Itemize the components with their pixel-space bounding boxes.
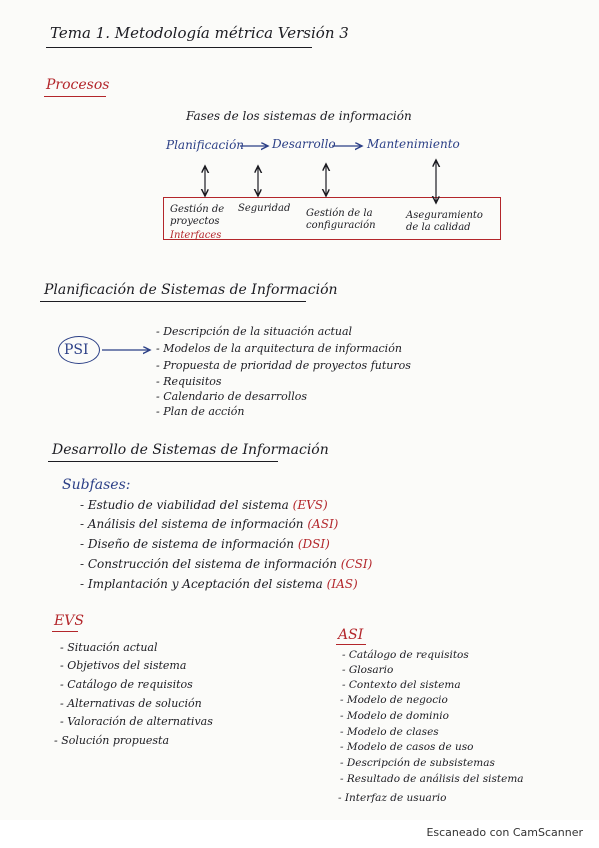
desarrollo-underline — [48, 461, 278, 463]
subfase-evs-code: (EVS) — [292, 498, 328, 512]
subfase-csi: - Construcción del sistema de informació… — [80, 558, 372, 570]
asi-underline — [336, 644, 366, 646]
psi-item-1: - Descripción de la situación actual — [156, 325, 353, 338]
evs-underline — [52, 631, 78, 633]
subfase-dsi: - Diseño de sistema de información (DSI) — [80, 538, 330, 550]
procesos-underline — [44, 96, 106, 98]
subfase-asi: - Análisis del sistema de información (A… — [80, 518, 338, 530]
evs-heading: EVS — [54, 613, 84, 629]
subfase-ias-code: (IAS) — [326, 577, 358, 591]
asi-item-6: - Modelo de clases — [340, 726, 439, 738]
phase-planificacion: Planificación — [166, 138, 245, 152]
diagram-title: Fases de los sistemas de información — [186, 109, 412, 123]
phase-mantenimiento: Mantenimiento — [367, 137, 460, 151]
diagram-arrows — [102, 0, 599, 820]
interfaces-label: Interfaces — [170, 230, 222, 241]
asi-item-2: - Glosario — [342, 664, 394, 676]
title-underline — [46, 47, 312, 49]
subfase-asi-code: (ASI) — [307, 517, 339, 531]
subfase-dsi-text: - Diseño de sistema de información — [80, 537, 294, 551]
scanner-footer: Escaneado con CamScanner — [0, 820, 599, 848]
interface-gestion-proyectos: Gestión de proyectos — [170, 204, 225, 227]
procesos-heading: Procesos — [46, 77, 110, 93]
psi-item-6: - Plan de acción — [156, 405, 245, 418]
subfases-label: Subfases: — [62, 477, 131, 493]
interface-aseguramiento-calidad: Aseguramiento de la calidad — [406, 210, 483, 233]
evs-item-2: - Objetivos del sistema — [60, 659, 187, 672]
evs-item-5: - Valoración de alternativas — [60, 715, 213, 728]
evs-item-4: - Alternativas de solución — [60, 697, 202, 710]
phase-desarrollo: Desarrollo — [272, 137, 336, 151]
scanner-watermark: Escaneado con CamScanner — [426, 826, 583, 839]
evs-item-1: - Situación actual — [60, 641, 158, 654]
notebook-page: Tema 1. Metodología métrica Versión 3 Pr… — [40, 0, 599, 820]
asi-item-4: - Modelo de negocio — [340, 694, 448, 706]
asi-item-10: - Interfaz de usuario — [338, 792, 447, 804]
interfaces-box — [163, 197, 501, 240]
asi-item-3: - Contexto del sistema — [342, 679, 461, 691]
desarrollo-heading: Desarrollo de Sistemas de Información — [52, 442, 329, 458]
psi-circle — [58, 336, 100, 364]
psi-item-5: - Calendario de desarrollos — [156, 390, 308, 403]
interface-seguridad: Seguridad — [238, 203, 291, 214]
subfase-csi-code: (CSI) — [340, 557, 373, 571]
subfase-evs: - Estudio de viabilidad del sistema (EVS… — [80, 499, 328, 511]
page-title: Tema 1. Metodología métrica Versión 3 — [50, 24, 349, 42]
psi-item-2: - Modelos de la arquitectura de informac… — [156, 342, 402, 355]
asi-item-5: - Modelo de dominio — [340, 710, 449, 722]
subfase-ias-text: - Implantación y Aceptación del sistema — [80, 577, 323, 591]
evs-item-3: - Catálogo de requisitos — [60, 678, 193, 691]
subfase-dsi-code: (DSI) — [297, 537, 330, 551]
subfase-ias: - Implantación y Aceptación del sistema … — [80, 578, 358, 590]
asi-item-8: - Descripción de subsistemas — [340, 757, 495, 769]
asi-item-1: - Catálogo de requisitos — [342, 649, 469, 661]
psi-item-4: - Requisitos — [156, 375, 222, 388]
subfase-evs-text: - Estudio de viabilidad del sistema — [80, 498, 289, 512]
subfase-asi-text: - Análisis del sistema de información — [80, 517, 304, 531]
asi-item-7: - Modelo de casos de uso — [340, 741, 474, 753]
planificacion-underline — [40, 301, 306, 303]
asi-heading: ASI — [338, 627, 364, 643]
asi-item-9: - Resultado de análisis del sistema — [340, 773, 524, 785]
subfase-csi-text: - Construcción del sistema de informació… — [80, 557, 337, 571]
evs-item-6: - Solución propuesta — [54, 734, 170, 747]
planificacion-heading: Planificación de Sistemas de Información — [44, 282, 338, 298]
psi-label: PSI — [64, 342, 89, 358]
interface-gestion-configuracion: Gestión de la configuración — [306, 208, 376, 231]
psi-item-3: - Propuesta de prioridad de proyectos fu… — [156, 359, 411, 372]
